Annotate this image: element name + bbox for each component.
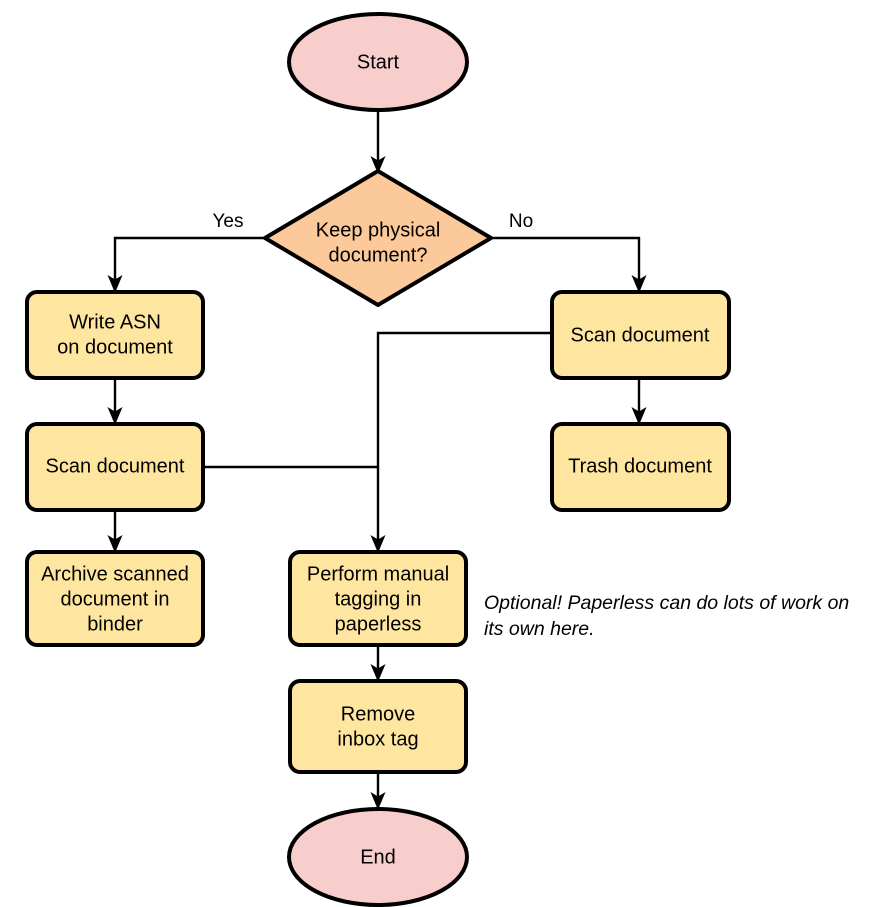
archive-label-line-2: document in (61, 588, 170, 610)
edge-line (376, 331, 552, 544)
edge-scan-right-to-tagging (370, 331, 552, 553)
write-asn-label-line-1: Write ASN (69, 311, 161, 333)
manual-tagging-label-line-2: tagging in (335, 588, 422, 610)
optional-note-line-1: Optional! Paperless can do lots of work … (484, 592, 849, 614)
edge-label-yes: Yes (213, 211, 244, 232)
annotation-layer: Optional! Paperless can do lots of work … (484, 592, 849, 640)
decision-label-line-2: document? (329, 244, 428, 266)
arrow-head-icon (370, 792, 386, 810)
node-layer: Start Keep physical document? Write ASN … (25, 12, 731, 907)
edge-write-asn-to-scan-left (107, 378, 123, 425)
node-perform-manual-tagging-in-paperless[interactable]: Perform manual tagging in paperless (288, 550, 468, 647)
end-label: End (360, 846, 396, 868)
optional-note-line-2: its own here. (484, 618, 595, 640)
decision-diamond-shape[interactable] (263, 169, 493, 307)
manual-tagging-box-shape[interactable] (288, 550, 468, 647)
start-label: Start (357, 51, 400, 73)
arrow-head-icon (370, 535, 386, 553)
edge-label-layer: Yes No (213, 211, 534, 232)
write-asn-label-line-2: on document (57, 336, 173, 358)
arrow-head-icon (370, 156, 386, 174)
start-ellipse-shape[interactable] (287, 12, 469, 112)
node-keep-physical-document[interactable]: Keep physical document? (263, 169, 493, 307)
node-end[interactable]: End (287, 807, 469, 907)
edge-label-no: No (509, 211, 533, 232)
arrow-head-icon (631, 275, 647, 293)
edge-scan-right-to-trash (631, 378, 647, 425)
decision-label-line-1: Keep physical (316, 219, 441, 241)
edge-start-to-decision (370, 110, 386, 174)
arrow-head-icon (107, 535, 123, 553)
edge-remove-inbox-to-end (370, 772, 386, 810)
scan-document-right-box-shape[interactable] (550, 290, 731, 380)
scan-document-left-label: Scan document (46, 455, 185, 477)
edge-line (491, 236, 641, 284)
arrow-head-icon (107, 407, 123, 425)
scan-document-left-box-shape[interactable] (25, 422, 205, 512)
manual-tagging-label-line-3: paperless (335, 613, 422, 635)
trash-document-label: Trash document (568, 455, 712, 477)
edge-scan-left-to-archive (107, 510, 123, 553)
arrow-head-icon (631, 407, 647, 425)
node-remove-inbox-tag[interactable]: Remove inbox tag (288, 679, 468, 774)
edge-line (113, 236, 265, 284)
arrow-head-icon (107, 275, 123, 293)
archive-label-line-1: Archive scanned (41, 563, 189, 585)
edge-layer (107, 110, 647, 810)
node-archive-scanned-document-in-binder[interactable]: Archive scanned document in binder (25, 550, 205, 647)
archive-label-line-3: binder (87, 613, 143, 635)
node-trash-document[interactable]: Trash document (550, 422, 731, 512)
remove-inbox-tag-label-line-1: Remove (341, 703, 415, 725)
node-scan-document-left[interactable]: Scan document (25, 422, 205, 512)
node-scan-document-right[interactable]: Scan document (550, 290, 731, 380)
arrow-head-icon (370, 664, 386, 682)
end-ellipse-shape[interactable] (287, 807, 469, 907)
remove-inbox-tag-label-line-2: inbox tag (337, 728, 418, 750)
edge-decision-to-write-asn (107, 236, 265, 293)
archive-box-shape[interactable] (25, 550, 205, 647)
scan-document-right-label: Scan document (571, 324, 710, 346)
write-asn-box-shape[interactable] (25, 290, 205, 380)
edge-tagging-to-remove-inbox (370, 645, 386, 682)
remove-inbox-tag-box-shape[interactable] (288, 679, 468, 774)
node-write-asn-on-document[interactable]: Write ASN on document (25, 290, 205, 380)
trash-document-box-shape[interactable] (550, 422, 731, 512)
node-start[interactable]: Start (287, 12, 469, 112)
manual-tagging-label-line-1: Perform manual (307, 563, 449, 585)
edge-decision-to-scan-right (491, 236, 647, 293)
